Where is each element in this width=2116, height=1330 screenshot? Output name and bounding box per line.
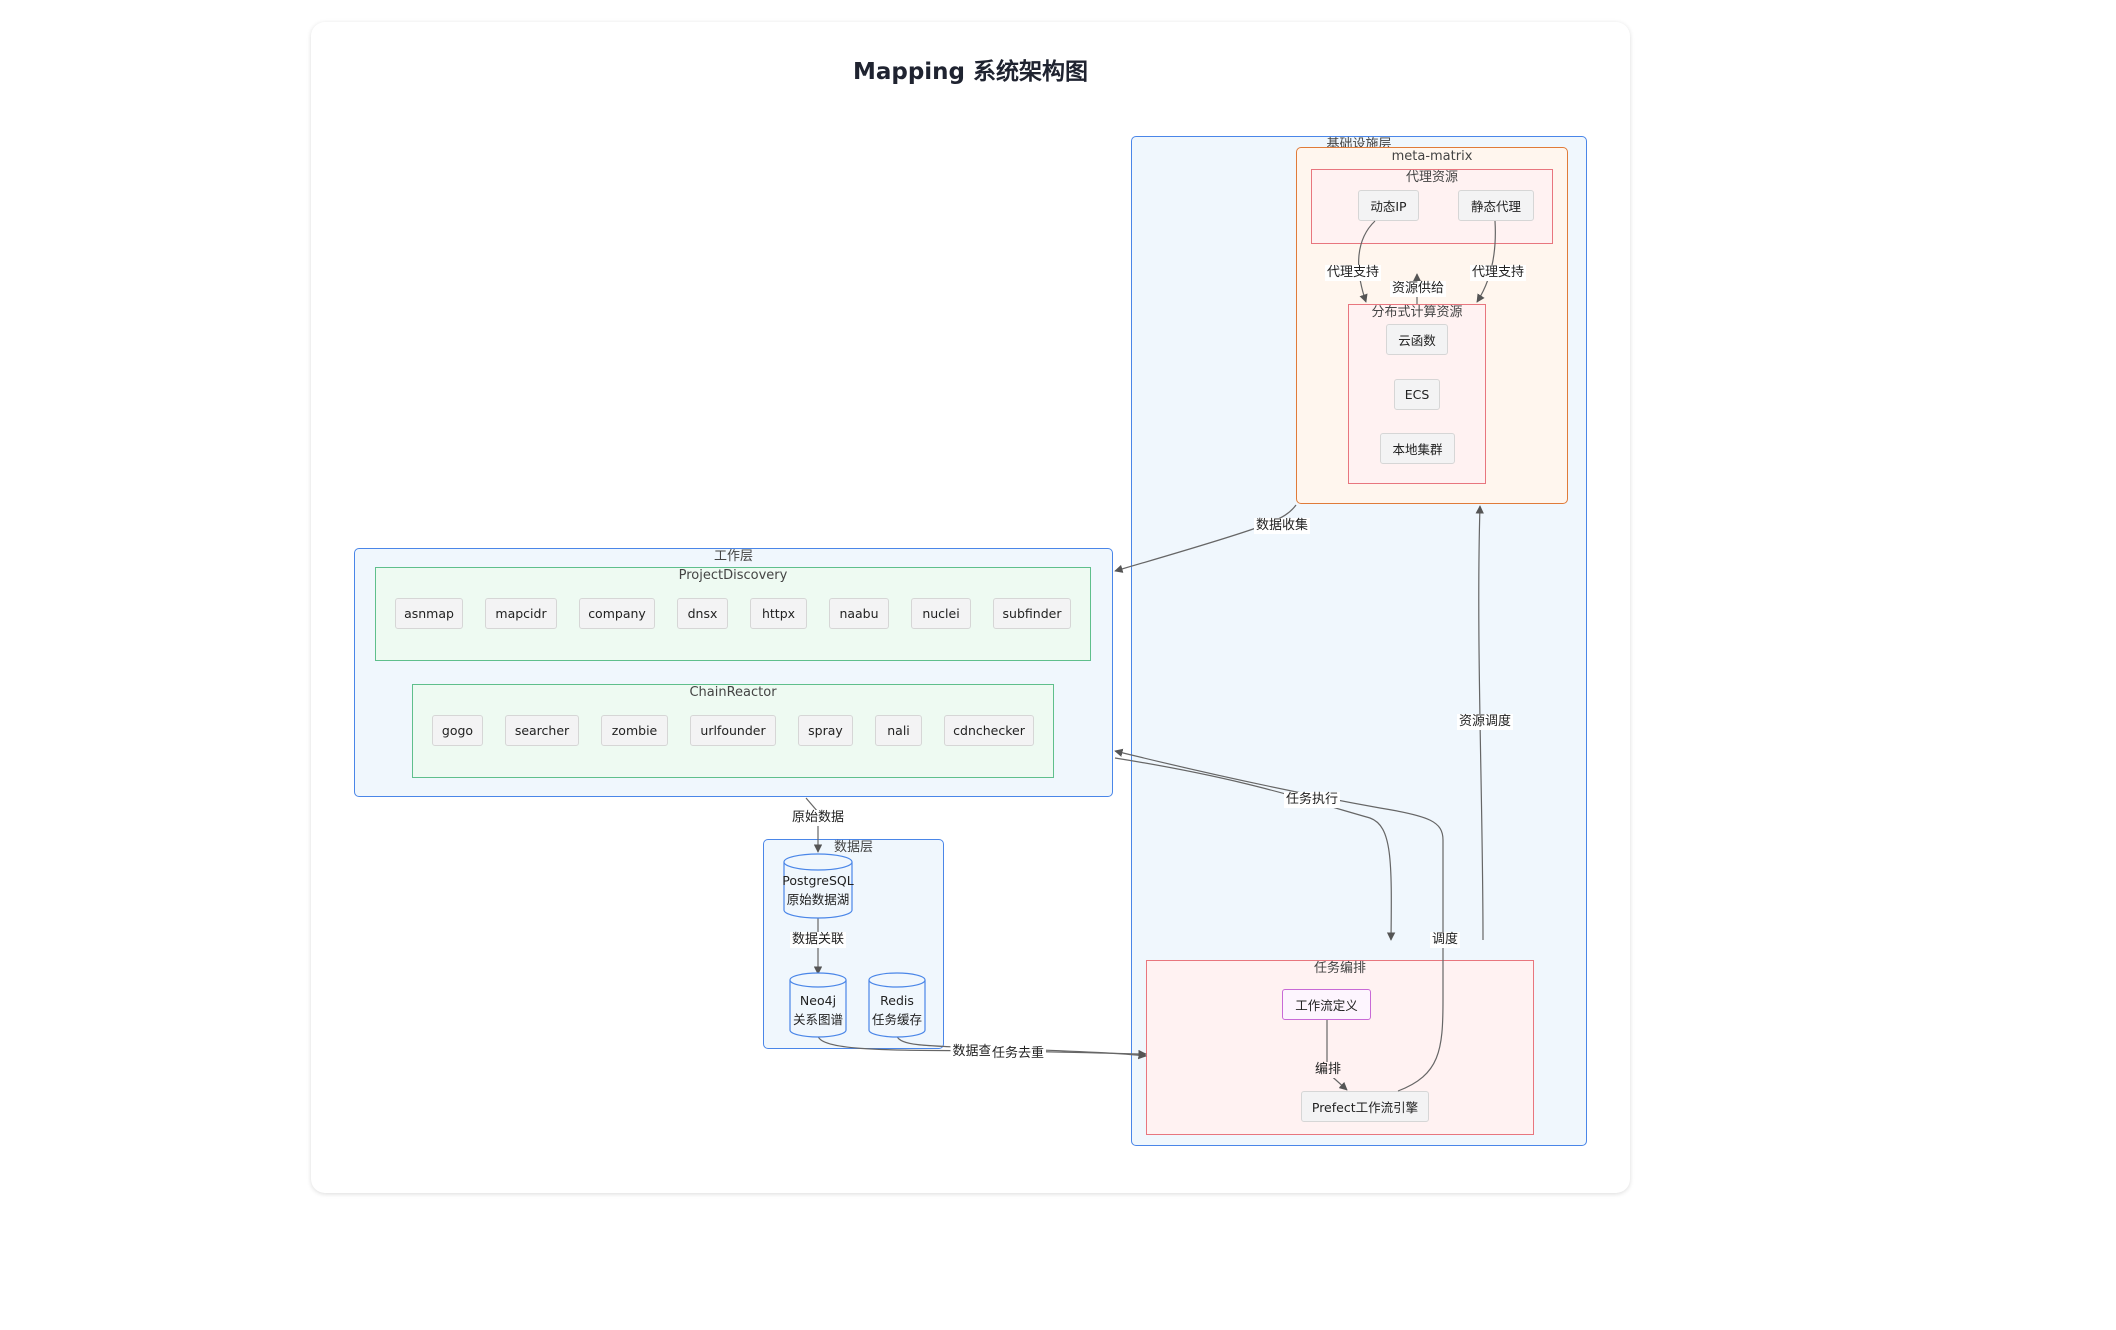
edge-label-task-dedup: 任务去重 <box>989 1046 1047 1062</box>
group-orchestration-label: 任务编排 <box>1313 961 1366 976</box>
group-chain-reactor-label: ChainReactor <box>689 685 777 700</box>
edge-label-proxy-support-1: 代理支持 <box>1324 265 1382 281</box>
tool-subfinder: subfinder <box>993 598 1071 629</box>
redis-name: Redis <box>880 993 914 1008</box>
edge-data-collect <box>1114 504 1297 573</box>
edge-label-resource-supply: 资源供给 <box>1389 281 1447 297</box>
edge-label-data-query: 数据查 <box>950 1044 994 1060</box>
neo4j-label: Neo4j 关系图谱 <box>793 991 843 1029</box>
node-cloud-function: 云函数 <box>1386 324 1448 355</box>
tool-naabu: naabu <box>829 598 889 629</box>
group-project-discovery-label: ProjectDiscovery <box>678 568 788 583</box>
tool-cdnchecker: cdnchecker <box>944 715 1034 746</box>
postgresql-label: PostgreSQL 原始数据湖 <box>782 871 853 909</box>
edge-label-data-link: 数据关联 <box>789 932 847 948</box>
group-compute-label: 分布式计算资源 <box>1371 305 1463 320</box>
edge-dynamic-ip-to-compute <box>1358 220 1376 303</box>
tool-searcher: searcher <box>505 715 579 746</box>
redis-desc: 任务缓存 <box>871 1012 923 1027</box>
neo4j-desc: 关系图谱 <box>792 1012 844 1027</box>
node-ecs: ECS <box>1394 379 1440 410</box>
edge-schedule <box>1114 748 1444 1092</box>
node-dynamic-ip: 动态IP <box>1358 190 1419 221</box>
edge-label-orchestrate: 编排 <box>1312 1062 1344 1078</box>
edge-label-resource-schedule: 资源调度 <box>1456 714 1514 730</box>
edge-static-proxy-to-compute <box>1476 220 1496 303</box>
edge-label-data-collect: 数据收集 <box>1253 518 1311 534</box>
node-static-proxy: 静态代理 <box>1458 190 1534 221</box>
tool-httpx: httpx <box>750 598 807 629</box>
node-workflow-definition: 工作流定义 <box>1282 989 1371 1020</box>
tool-gogo: gogo <box>432 715 483 746</box>
edge-label-task-exec: 任务执行 <box>1283 792 1341 808</box>
cylinder-redis <box>868 972 926 1038</box>
postgresql-name: PostgreSQL <box>782 873 854 888</box>
edge-label-schedule: 调度 <box>1429 932 1461 948</box>
group-data-label: 数据层 <box>833 840 873 855</box>
cylinder-neo4j <box>789 972 847 1038</box>
tool-asnmap: asnmap <box>395 598 463 629</box>
tool-nuclei: nuclei <box>911 598 971 629</box>
tool-spray: spray <box>798 715 853 746</box>
tool-urlfounder: urlfounder <box>690 715 776 746</box>
node-local-cluster: 本地集群 <box>1380 433 1455 464</box>
edge-label-proxy-support-2: 代理支持 <box>1469 265 1527 281</box>
edge-task-exec <box>1114 757 1396 941</box>
tool-mapcidr: mapcidr <box>485 598 557 629</box>
edge-label-raw-data: 原始数据 <box>789 810 847 826</box>
neo4j-name: Neo4j <box>799 993 837 1008</box>
edge-orchestrate <box>1326 1020 1348 1091</box>
group-proxy-label: 代理资源 <box>1405 170 1458 185</box>
tool-nali: nali <box>875 715 922 746</box>
tool-zombie: zombie <box>601 715 668 746</box>
postgresql-desc: 原始数据湖 <box>786 892 850 907</box>
redis-label: Redis 任务缓存 <box>872 991 922 1029</box>
tool-company: company <box>579 598 655 629</box>
group-work-label: 工作层 <box>713 549 753 564</box>
cylinder-postgresql <box>783 853 853 919</box>
group-meta-matrix-label: meta-matrix <box>1391 149 1473 164</box>
tool-dnsx: dnsx <box>677 598 728 629</box>
node-prefect-engine: Prefect工作流引擎 <box>1301 1091 1429 1122</box>
diagram-title: Mapping 系统架构图 <box>852 59 1089 85</box>
